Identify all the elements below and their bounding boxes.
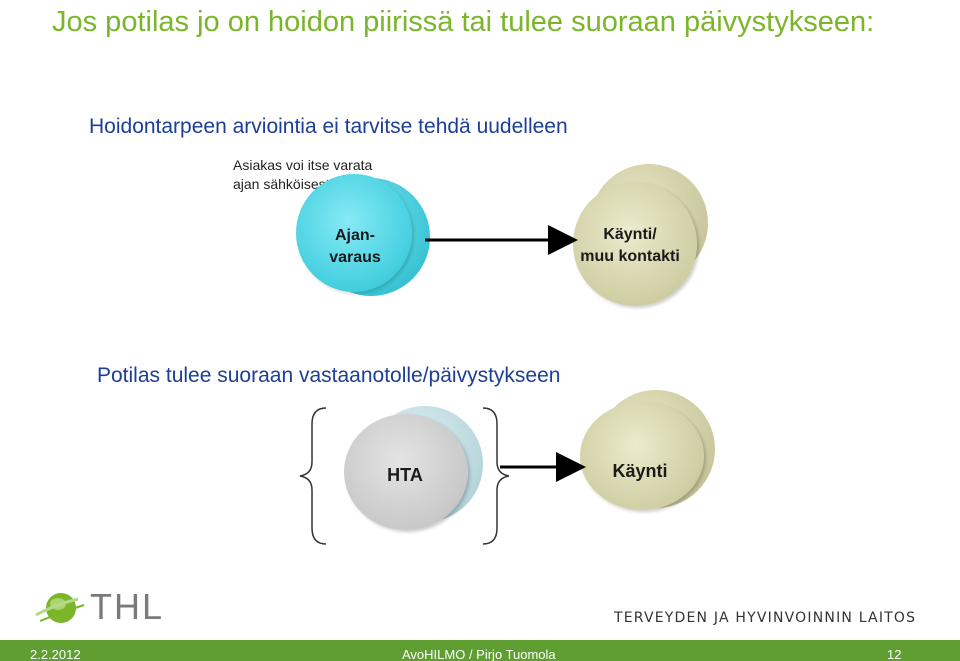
footer-date: 2.2.2012 [30, 647, 81, 661]
footer-page-number: 12 [887, 647, 902, 661]
visit-contact-label-line1: Käynti/ [603, 226, 657, 243]
institute-name: TERVEYDEN JA HYVINVOINNIN LAITOS [614, 610, 917, 626]
left-brace [299, 407, 327, 545]
booking-disc-label: Ajan- varaus [300, 225, 410, 269]
visit-disc-label: Käynti [612, 461, 668, 481]
hta-disc [344, 414, 468, 530]
booking-disc [296, 174, 412, 292]
section1-heading: Hoidontarpeen arviointia ei tarvitse teh… [89, 115, 568, 138]
footer-bar [0, 640, 960, 661]
section2-heading: Potilas tulee suoraan vastaanotolle/päiv… [97, 364, 561, 387]
booking-label-line2: varaus [329, 249, 381, 266]
thl-logo-mark [35, 593, 85, 623]
hta-disc-label: HTA [387, 465, 423, 485]
visit-disc [580, 402, 704, 510]
self-booking-note: Asiakas voi itse varata ajan sähköisesti [233, 157, 373, 192]
slide-title: Jos potilas jo on hoidon piirissä tai tu… [52, 6, 875, 38]
visit-contact-label-line2: muu kontakti [580, 248, 680, 265]
thl-logo-text: THL [90, 586, 165, 627]
visit-contact-disc-label: Käynti/ muu kontakti [565, 224, 695, 268]
booking-label-line1: Ajan- [335, 227, 375, 244]
footer-author: AvoHILMO / Pirjo Tuomola [402, 647, 556, 661]
right-brace [482, 407, 510, 545]
visit-contact-disc [573, 182, 697, 306]
